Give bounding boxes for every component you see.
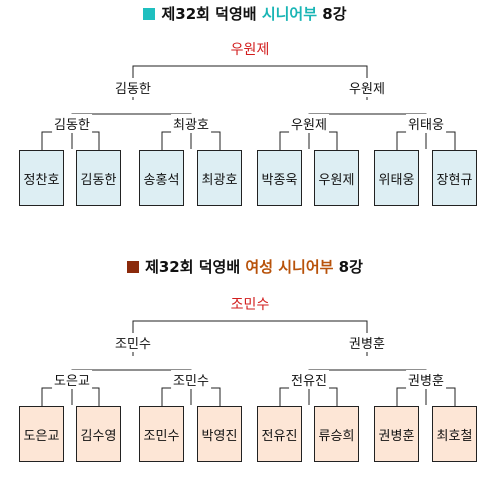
bracket2-title-prefix: 제32회 덕영배: [145, 258, 241, 276]
b1-qf1-connector: [41, 131, 100, 150]
b2-quarter-label: 도은교: [52, 370, 92, 389]
square-marker-icon: [143, 8, 156, 20]
b1-quarter-label: 우원제: [289, 114, 329, 133]
b2-quarter-label: 조민수: [171, 370, 211, 389]
b2-player-box: 김수영: [76, 406, 121, 462]
b1-semi-left-label: 김동한: [113, 78, 153, 97]
b1-player-box: 정찬호: [19, 150, 64, 206]
b2-player-box: 권병훈: [374, 406, 419, 462]
b1-champion-label: 우원제: [228, 39, 272, 59]
b1-player-box: 박종욱: [257, 150, 302, 206]
bracket2-title-suffix: 8강: [338, 258, 363, 276]
b2-quarter-label: 권병훈: [406, 370, 446, 389]
b1-player-box: 최광호: [197, 150, 242, 206]
b2-player-box: 조민수: [139, 406, 184, 462]
b1-player-box: 김동한: [76, 150, 121, 206]
b2-player-box: 전유진: [257, 406, 302, 462]
bracket1-title-prefix: 제32회 덕영배: [161, 5, 257, 23]
b2-player-box: 최호철: [432, 406, 477, 462]
b1-quarter-label: 김동한: [52, 114, 92, 133]
square-marker-icon: [127, 261, 140, 273]
b1-quarter-label: 최광호: [171, 114, 211, 133]
b1-semi-right-label: 우원제: [347, 78, 387, 97]
b2-champion-label: 조민수: [228, 294, 272, 314]
bracket2-title: 제32회 덕영배 여성 시니어부 8강: [0, 256, 490, 277]
b1-player-box: 장현규: [432, 150, 477, 206]
b1-player-box: 송홍석: [139, 150, 184, 206]
b2-qf1-connector: [41, 387, 100, 406]
b1-player-box: 우원제: [314, 150, 359, 206]
b2-semi-left-label: 조민수: [113, 333, 153, 352]
b1-quarter-label: 위태웅: [406, 114, 446, 133]
b2-player-box: 박영진: [197, 406, 242, 462]
b2-final-connector: [132, 320, 368, 356]
b2-player-box: 류승희: [314, 406, 359, 462]
b2-semi-right-label: 권병훈: [347, 333, 387, 352]
b1-player-box: 위태웅: [374, 150, 419, 206]
bracket1-title-accent: 시니어부: [261, 5, 318, 23]
b2-quarter-label: 전유진: [289, 370, 329, 389]
bracket1-title-suffix: 8강: [322, 5, 347, 23]
b2-player-box: 도은교: [19, 406, 64, 462]
b1-final-connector: [132, 65, 368, 100]
bracket2-title-accent: 여성 시니어부: [245, 258, 334, 276]
bracket1-title: 제32회 덕영배 시니어부 8강: [0, 3, 490, 24]
